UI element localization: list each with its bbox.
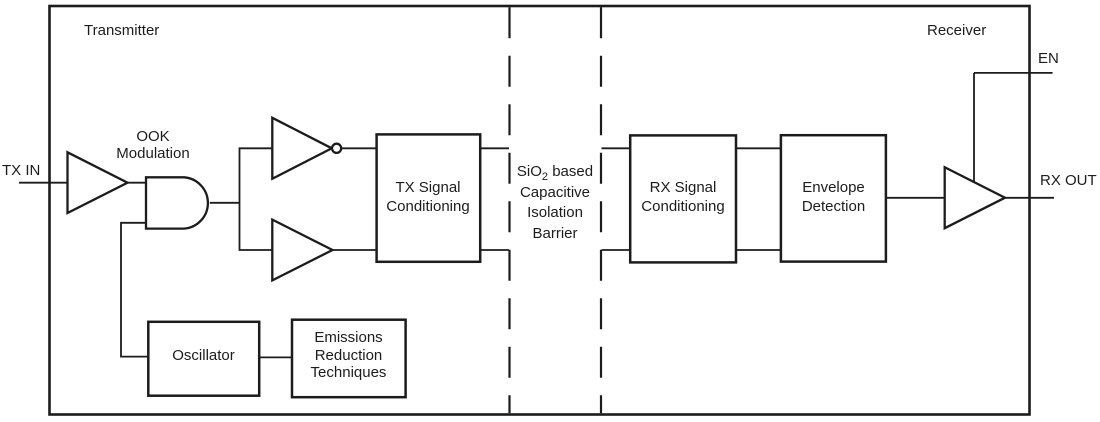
ook-modulation-line1: OOK xyxy=(136,128,170,145)
device-boundary-box xyxy=(48,4,1031,416)
tx-input-buffer-icon xyxy=(66,150,131,215)
branch-wire xyxy=(238,147,273,251)
receiver-section-label: Receiver xyxy=(927,22,987,39)
gates xyxy=(66,115,1008,283)
isolation-barrier-label: SiO2 based Capacitive Isolation Barrier xyxy=(504,162,606,244)
emissions-reduction-label: Emissions Reduction Techniques xyxy=(310,329,387,381)
envelope-detection-box xyxy=(779,133,888,263)
noninverting-buffer-icon xyxy=(271,217,336,283)
wires xyxy=(19,72,1054,359)
rx-signal-conditioning-label: RX Signal Conditioning xyxy=(641,179,725,215)
envelope-detection-label: Envelope Detection xyxy=(801,179,866,215)
emissions-reduction-box xyxy=(290,318,407,399)
ook-modulation-line2: Modulation xyxy=(116,145,190,162)
isolation-barrier-label-line4: Barrier xyxy=(532,224,578,242)
transmitter-section-label: Transmitter xyxy=(84,22,160,39)
isolation-barrier-label-line2: Capacitive xyxy=(519,183,591,201)
tx-signal-conditioning-box xyxy=(375,133,482,264)
tx-in-port-label: TX IN xyxy=(2,162,41,179)
rx-signal-conditioning-box xyxy=(628,134,738,264)
oscillator-label: Oscillator xyxy=(172,347,235,364)
isolation-barrier-label-line3: Isolation xyxy=(527,204,583,221)
isolation-barrier-label-line1: SiO2 based xyxy=(516,163,594,183)
and-gate-icon xyxy=(144,176,209,230)
en-port-label: EN xyxy=(1038,50,1059,67)
tx-signal-conditioning-label: TX Signal Conditioning xyxy=(386,179,470,215)
isolation-barrier xyxy=(508,7,603,414)
function-blocks xyxy=(147,133,888,399)
rx-out-port-label: RX OUT xyxy=(1040,172,1097,189)
inverter-bubble-icon xyxy=(330,142,343,155)
oscillator-to-and-wire xyxy=(120,221,149,358)
inverter-gate-icon xyxy=(271,115,335,181)
ook-modulation-label: OOK Modulation xyxy=(103,128,203,162)
oscillator-box xyxy=(147,320,261,397)
rx-output-buffer-icon xyxy=(943,165,1008,231)
